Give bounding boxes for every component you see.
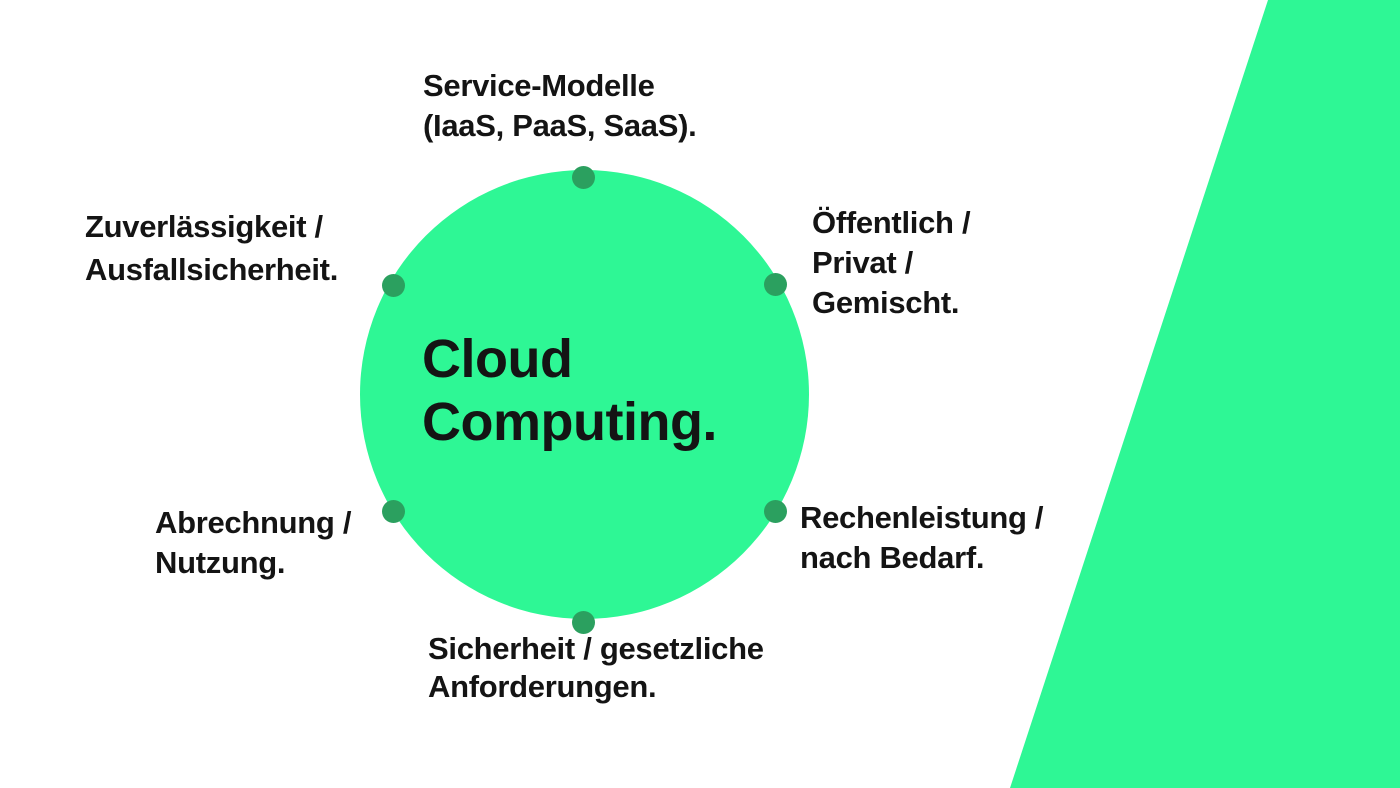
label-line: nach Bedarf. <box>800 540 985 575</box>
label-abrechnung: Abrechnung / Nutzung. <box>155 503 351 583</box>
label-line: Rechenleistung / <box>800 500 1044 535</box>
label-line: Ausfallsicherheit. <box>85 252 339 287</box>
label-rechenleistung: Rechenleistung / nach Bedarf. <box>800 498 1044 578</box>
label-line: Gemischt. <box>812 285 960 320</box>
label-service-modelle: Service-Modelle (IaaS, PaaS, SaaS). <box>423 66 697 146</box>
node-dot-zuverlaessigkeit <box>382 274 405 297</box>
label-line: Abrechnung / <box>155 505 352 540</box>
diagram-title-line: Computing. <box>422 392 717 452</box>
node-dot-sicherheit <box>572 611 595 634</box>
label-line: Service-Modelle <box>423 68 655 103</box>
label-line: Sicherheit / gesetzliche <box>428 631 764 666</box>
label-line: Öffentlich / <box>812 205 971 240</box>
label-line: Privat / <box>812 245 913 280</box>
label-sicherheit: Sicherheit / gesetzliche Anforderungen. <box>428 630 764 706</box>
diagram-title: Cloud Computing. <box>422 328 717 454</box>
label-line: (IaaS, PaaS, SaaS). <box>423 108 697 143</box>
cloud-computing-circle <box>360 170 809 619</box>
node-dot-rechenleistung <box>764 500 787 523</box>
diagram-title-line: Cloud <box>422 329 573 389</box>
label-oeffentlich: Öffentlich / Privat / Gemischt. <box>812 203 971 323</box>
node-dot-oeffentlich <box>764 273 787 296</box>
node-dot-service-modelle <box>572 166 595 189</box>
label-zuverlaessigkeit: Zuverlässigkeit / Ausfallsicherheit. <box>85 205 338 291</box>
node-dot-abrechnung <box>382 500 405 523</box>
label-line: Nutzung. <box>155 545 286 580</box>
label-line: Anforderungen. <box>428 669 657 704</box>
label-line: Zuverlässigkeit / <box>85 209 323 244</box>
